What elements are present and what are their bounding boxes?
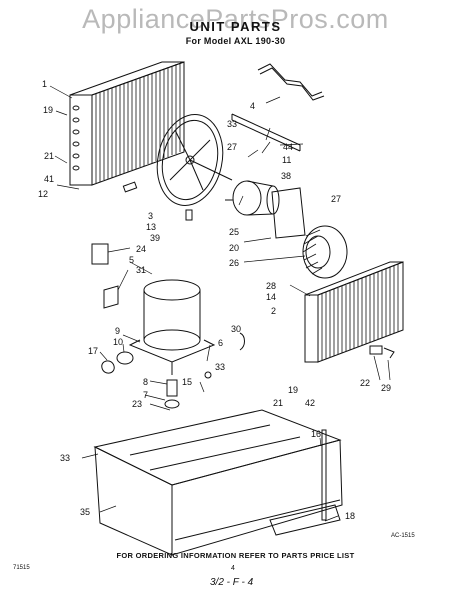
callout-21: 21 xyxy=(273,398,284,408)
callout-3: 3 xyxy=(148,211,154,221)
rod-part-16 xyxy=(321,429,327,521)
clip-part-29 xyxy=(383,347,395,359)
page-code: 3/2 - F - 4 xyxy=(210,577,254,588)
callout-7: 7 xyxy=(143,390,149,400)
nut-part-6 xyxy=(204,371,212,379)
thermostat-part-22 xyxy=(369,345,383,355)
clip-part-39 xyxy=(185,209,193,221)
condenser-coil xyxy=(69,61,185,186)
watermark: AppliancePartsPros.com xyxy=(82,4,389,34)
strap-part-44 xyxy=(231,113,301,152)
fan-motor xyxy=(225,180,306,239)
callout-16: 16 xyxy=(311,429,322,439)
callout-19: 19 xyxy=(43,105,54,115)
callout-15: 15 xyxy=(182,377,193,387)
callout-26: 26 xyxy=(229,258,240,268)
callout-27: 27 xyxy=(227,142,238,152)
capacitor xyxy=(91,243,109,265)
tube-part-30 xyxy=(239,332,245,351)
callout-42: 42 xyxy=(305,398,316,408)
bracket-part-31 xyxy=(103,285,119,309)
leader-lines xyxy=(49,85,391,522)
callout-38: 38 xyxy=(281,171,292,181)
callout-23: 23 xyxy=(132,399,143,409)
doc-code-left: 71515 xyxy=(13,565,30,571)
callout-9: 9 xyxy=(115,326,121,336)
grommet-part-10 xyxy=(116,351,134,365)
page-number: 4 xyxy=(231,565,235,572)
callout-33: 33 xyxy=(215,362,226,372)
callout-10: 10 xyxy=(113,337,124,347)
callout-25: 25 xyxy=(229,227,240,237)
blower-wheel xyxy=(302,225,348,279)
callout-33: 33 xyxy=(60,453,71,463)
callout-2: 2 xyxy=(271,306,277,316)
callout-1: 1 xyxy=(42,79,48,89)
evaporator-coil xyxy=(304,261,404,363)
callout-18: 18 xyxy=(345,511,356,521)
diagram-title: UNIT PARTS xyxy=(189,19,282,34)
callout-8: 8 xyxy=(143,377,149,387)
callout-35: 35 xyxy=(80,507,91,517)
diagram-subtitle: For Model AXL 190-30 xyxy=(185,36,286,46)
callout-11: 11 xyxy=(282,155,292,165)
callout-22: 22 xyxy=(360,378,371,388)
callout-12: 12 xyxy=(38,189,49,199)
compressor xyxy=(128,279,216,375)
callout-33: 33 xyxy=(227,119,238,129)
terminal-cover-part-17 xyxy=(101,360,115,374)
ordering-note: FOR ORDERING INFORMATION REFER TO PARTS … xyxy=(116,551,355,560)
callout-24: 24 xyxy=(136,244,147,254)
clip-part-3 xyxy=(122,181,138,193)
callout-44: 44 xyxy=(283,142,294,152)
callout-27: 27 xyxy=(331,194,342,204)
callout-20: 20 xyxy=(229,243,240,253)
callout-17: 17 xyxy=(88,346,99,356)
bracket-part-18 xyxy=(269,504,341,536)
fan-shroud xyxy=(156,114,233,206)
callout-19: 19 xyxy=(288,385,299,395)
callout-30: 30 xyxy=(231,324,242,334)
callout-28: 28 xyxy=(266,281,277,291)
mount-part-7 xyxy=(164,399,180,409)
callout-39: 39 xyxy=(150,233,161,243)
callout-14: 14 xyxy=(266,292,277,302)
callout-6: 6 xyxy=(218,338,224,348)
doc-code-right: AC-1515 xyxy=(391,533,415,539)
callout-4: 4 xyxy=(250,101,256,111)
callout-21: 21 xyxy=(44,151,55,161)
callout-31: 31 xyxy=(136,265,147,275)
callout-41: 41 xyxy=(44,174,55,184)
callout-5: 5 xyxy=(129,255,135,265)
callout-13: 13 xyxy=(146,222,157,232)
spacer-part-15 xyxy=(166,379,178,397)
base-pan xyxy=(93,409,343,556)
callout-29: 29 xyxy=(381,383,392,393)
bracket-part-4 xyxy=(257,63,325,101)
